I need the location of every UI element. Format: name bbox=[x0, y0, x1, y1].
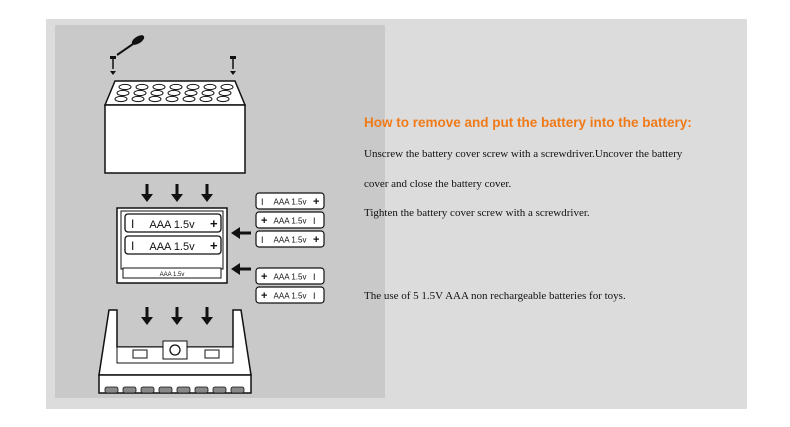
block-stud bbox=[131, 95, 145, 103]
cover-stud bbox=[158, 386, 173, 394]
block-stud bbox=[152, 83, 166, 91]
svg-text:+: + bbox=[210, 216, 218, 231]
cover-stud bbox=[140, 386, 155, 394]
screw-right-icon bbox=[230, 56, 236, 75]
block-stud bbox=[133, 89, 147, 97]
svg-text:AAA 1.5v: AAA 1.5v bbox=[149, 219, 195, 231]
cover-stud bbox=[230, 386, 245, 394]
block-stud bbox=[216, 95, 230, 103]
block-stud bbox=[199, 95, 213, 103]
battery-in-1: I AAA 1.5v + bbox=[124, 213, 222, 233]
block-stud bbox=[201, 89, 215, 97]
block-stud bbox=[182, 95, 196, 103]
loose-battery-3: AAA 1.5v I + bbox=[255, 230, 325, 248]
content-panel: AAA 1.5v I AAA 1.5v + I AAA 1.5v + bbox=[46, 19, 747, 409]
svg-text:I: I bbox=[261, 197, 264, 207]
svg-text:+: + bbox=[313, 196, 319, 208]
instruction-line-2: cover and close the battery cover. bbox=[364, 178, 512, 190]
block-stud bbox=[167, 89, 181, 97]
cover-stud bbox=[104, 386, 119, 394]
instructions-heading: How to remove and put the battery into t… bbox=[364, 115, 692, 130]
block-stud bbox=[218, 89, 232, 97]
cover-stud bbox=[176, 386, 191, 394]
block-stud bbox=[186, 83, 200, 91]
battery-in-2: I AAA 1.5v + bbox=[124, 235, 222, 255]
svg-text:AAA 1.5v: AAA 1.5v bbox=[274, 198, 307, 207]
block-stud bbox=[116, 89, 130, 97]
down-arrows-top bbox=[141, 184, 213, 202]
loose-battery-1: AAA 1.5v I + bbox=[255, 192, 325, 210]
svg-text:I: I bbox=[131, 239, 134, 253]
svg-text:+: + bbox=[261, 271, 267, 283]
svg-text:I: I bbox=[313, 216, 316, 226]
svg-text:+: + bbox=[313, 234, 319, 246]
svg-text:+: + bbox=[210, 238, 218, 253]
side-arrow-1 bbox=[231, 227, 251, 239]
svg-text:I: I bbox=[261, 235, 264, 245]
block-stud bbox=[184, 89, 198, 97]
block-stud bbox=[148, 95, 162, 103]
battery-cover bbox=[98, 309, 252, 394]
svg-text:I: I bbox=[313, 272, 316, 282]
block-stud bbox=[165, 95, 179, 103]
cover-stud bbox=[212, 386, 227, 394]
cover-stud bbox=[194, 386, 209, 394]
down-arrow-icon bbox=[201, 184, 213, 202]
screw-left-icon bbox=[110, 56, 116, 75]
svg-text:AAA 1.5v: AAA 1.5v bbox=[149, 241, 195, 253]
svg-text:+: + bbox=[261, 215, 267, 227]
svg-text:AAA 1.5v: AAA 1.5v bbox=[274, 273, 307, 282]
block-stud bbox=[150, 89, 164, 97]
battery-diagram-svg: AAA 1.5v I AAA 1.5v + I AAA 1.5v + bbox=[98, 35, 325, 394]
block-stud bbox=[220, 83, 234, 91]
down-arrow-icon bbox=[171, 184, 183, 202]
battery-note: The use of 5 1.5V AAA non rechargeable b… bbox=[364, 290, 626, 302]
down-arrows-bottom bbox=[141, 307, 213, 325]
down-arrow-icon bbox=[141, 184, 153, 202]
loose-battery-4: AAA 1.5v + I bbox=[255, 267, 325, 285]
block-stud bbox=[169, 83, 183, 91]
instruction-line-1: Unscrew the battery cover screw with a s… bbox=[364, 148, 683, 160]
screwdriver-icon bbox=[116, 35, 145, 56]
block-stud bbox=[135, 83, 149, 91]
block-stud bbox=[118, 83, 132, 91]
battery-diagram: AAA 1.5v I AAA 1.5v + I AAA 1.5v + bbox=[55, 25, 385, 398]
side-arrow-2 bbox=[231, 263, 251, 275]
loose-battery-2: AAA 1.5v + I bbox=[255, 211, 325, 229]
block-stud bbox=[203, 83, 217, 91]
svg-text:AAA 1.5v: AAA 1.5v bbox=[274, 292, 307, 301]
instructions-text: How to remove and put the battery into t… bbox=[364, 19, 734, 409]
svg-text:AAA 1.5v: AAA 1.5v bbox=[274, 236, 307, 245]
svg-text:+: + bbox=[261, 290, 267, 302]
svg-text:I: I bbox=[131, 217, 134, 231]
loose-battery-5: AAA 1.5v + I bbox=[255, 286, 325, 304]
down-arrow-icon bbox=[171, 307, 183, 325]
cover-stud bbox=[122, 386, 137, 394]
instruction-line-3: Tighten the battery cover screw with a s… bbox=[364, 207, 590, 219]
down-arrow-icon bbox=[141, 307, 153, 325]
cover-bottom-studs bbox=[104, 386, 245, 394]
compartment-label: AAA 1.5v bbox=[160, 272, 185, 278]
down-arrow-icon bbox=[201, 307, 213, 325]
svg-text:AAA 1.5v: AAA 1.5v bbox=[274, 217, 307, 226]
svg-text:I: I bbox=[313, 291, 316, 301]
block-studs bbox=[114, 83, 234, 103]
block-stud bbox=[114, 95, 128, 103]
